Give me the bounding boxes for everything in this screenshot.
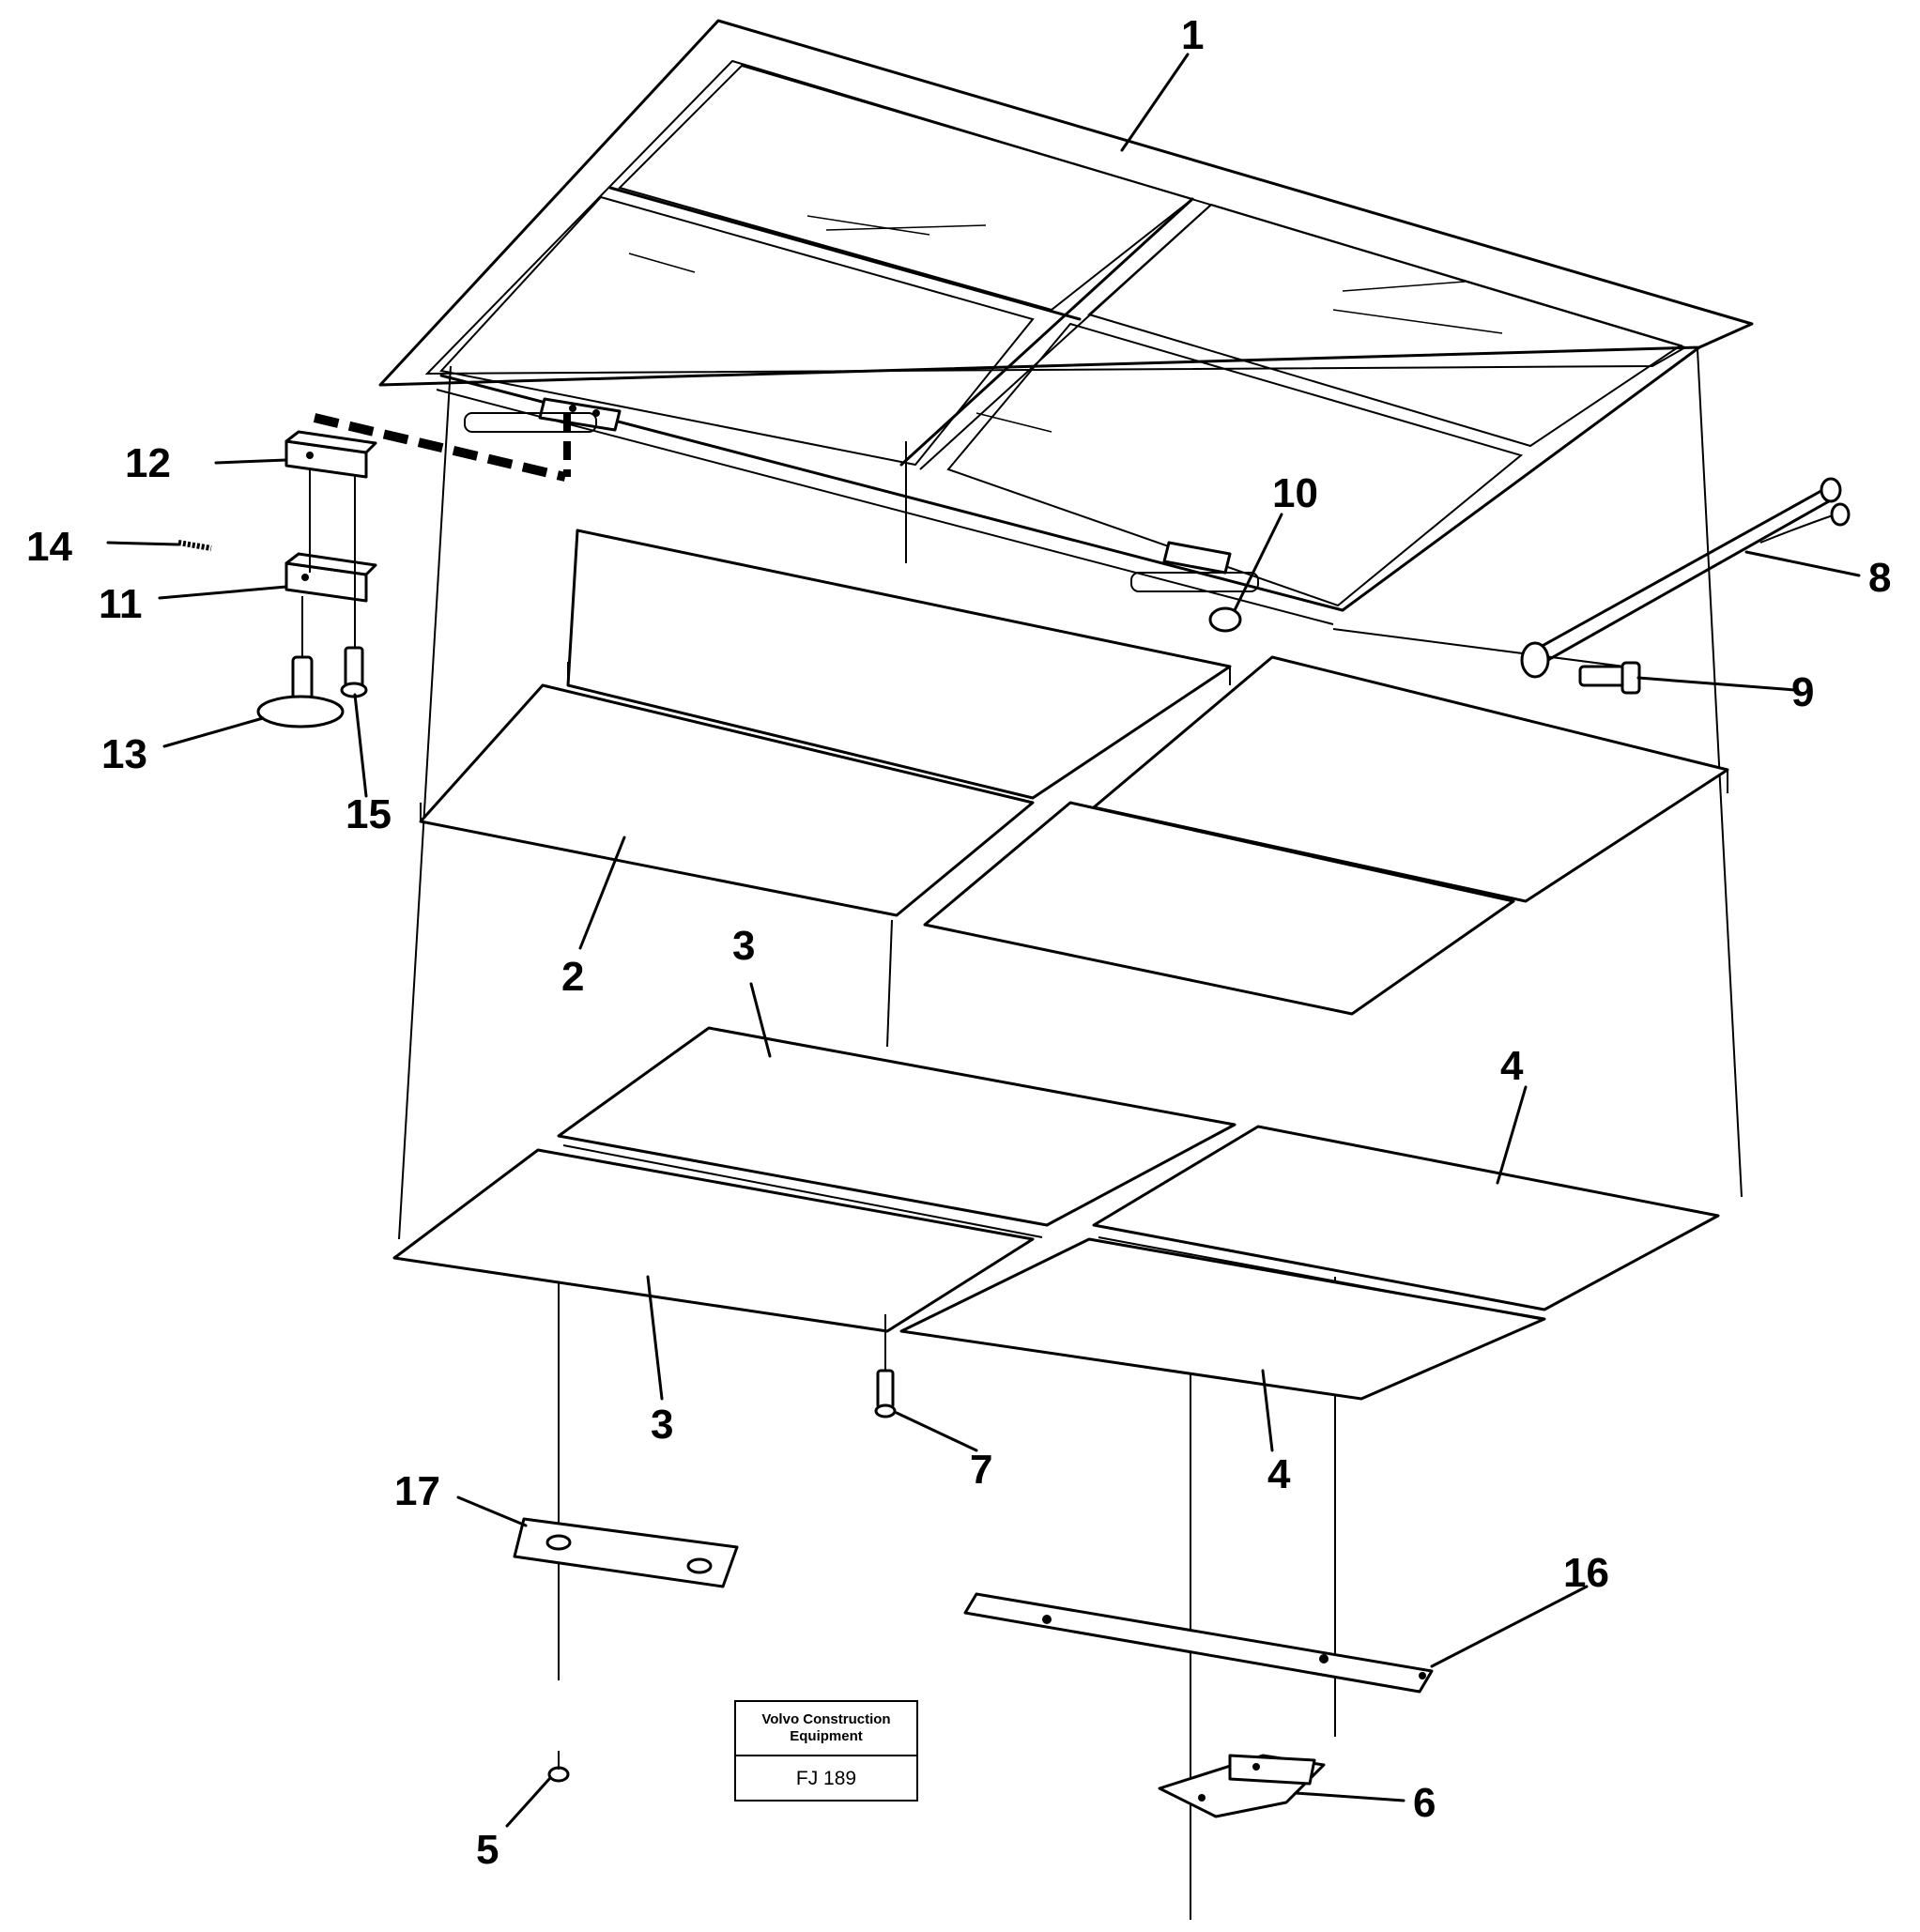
pin-part-14 [177, 540, 212, 551]
handle-part-13 [256, 596, 345, 728]
roof-frame-part-1 [378, 19, 1754, 625]
company-line-1: Volvo Construction [761, 1711, 891, 1727]
screw-part-5 [547, 1751, 570, 1783]
callout-11: 11 [99, 581, 143, 627]
insulation-mat-part-2 [419, 529, 1729, 1016]
callout-3-lower: 3 [651, 1402, 673, 1448]
company-name: Volvo Construction Equipment [736, 1702, 916, 1756]
bracket-part-6 [1158, 1754, 1326, 1818]
strip-part-17 [513, 1517, 739, 1588]
callout-4-lower: 4 [1267, 1451, 1291, 1497]
callout-17: 17 [394, 1468, 440, 1514]
callout-2: 2 [561, 954, 584, 1000]
bracket-part-12 [284, 430, 377, 479]
callout-6: 6 [1413, 1780, 1436, 1826]
rod-part-8 [1528, 477, 1851, 667]
callout-8: 8 [1868, 555, 1891, 601]
callout-14: 14 [26, 524, 72, 570]
callout-5: 5 [476, 1827, 499, 1873]
company-line-2: Equipment [790, 1728, 863, 1744]
strip-part-16 [963, 1592, 1434, 1694]
title-block: Volvo Construction Equipment FJ 189 [734, 1700, 918, 1802]
nut-part-10 [1208, 606, 1242, 633]
drawing-code: FJ 189 [795, 1768, 857, 1789]
leader-lines [106, 53, 1861, 1828]
callout-labels: 1 2 3 3 4 4 5 6 7 8 9 10 11 12 13 14 15 … [26, 12, 1891, 1873]
screw-part-15 [340, 646, 368, 698]
dashed-connector [313, 413, 571, 482]
callout-3-upper: 3 [732, 923, 755, 969]
ceiling-panels-part-3-4 [392, 1026, 1720, 1401]
callout-1: 1 [1181, 12, 1204, 58]
washer-screw-part-9 [1520, 641, 1641, 695]
callout-12: 12 [125, 440, 171, 486]
callout-16: 16 [1563, 1550, 1609, 1596]
bracket-part-11 [284, 552, 377, 603]
callout-7: 7 [970, 1447, 992, 1493]
callout-10: 10 [1272, 470, 1318, 516]
screw-part-7 [874, 1314, 897, 1418]
callout-13: 13 [101, 731, 147, 777]
callout-15: 15 [346, 791, 392, 837]
callout-4-upper: 4 [1500, 1043, 1524, 1089]
callout-9: 9 [1791, 669, 1814, 715]
